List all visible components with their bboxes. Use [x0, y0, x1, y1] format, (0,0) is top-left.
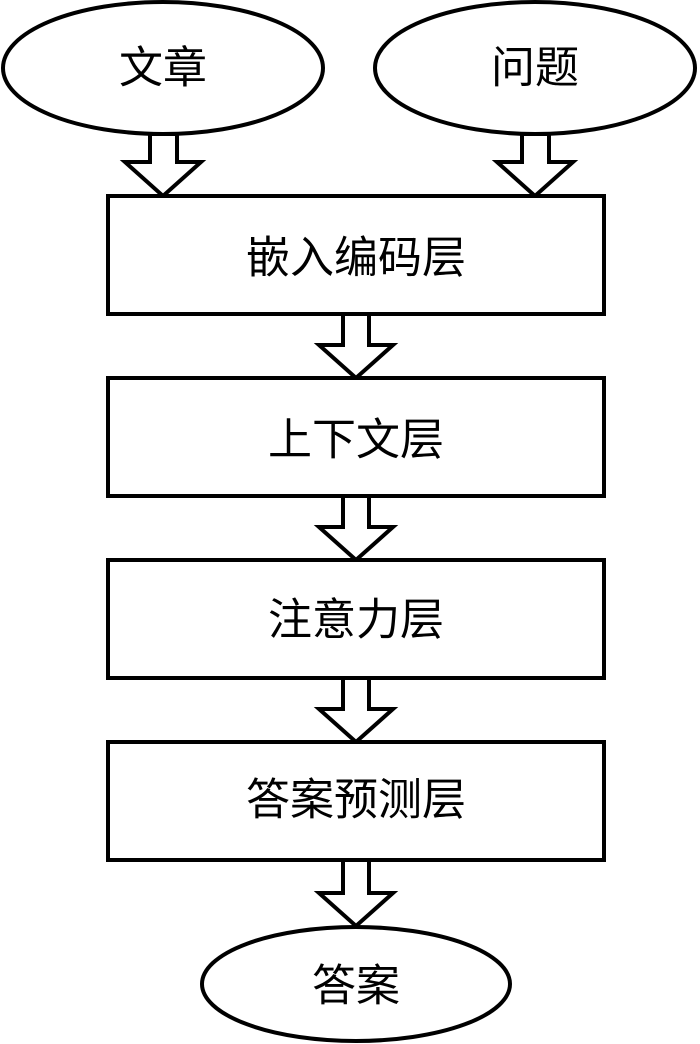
- prediction-layer-box: [106, 740, 606, 862]
- attention-layer-box: [106, 558, 606, 680]
- output-answer-ellipse: [200, 925, 512, 1043]
- prediction-layer-label: 答案预测层: [246, 775, 466, 826]
- context-layer-label: 上下文层: [268, 415, 444, 466]
- attention-layer-label: 注意力层: [268, 595, 444, 646]
- arrow-embedding-to-context: [313, 312, 399, 381]
- input-question-label: 问题: [491, 43, 579, 94]
- arrow-context-to-attention: [313, 494, 399, 563]
- input-passage-label: 文章: [119, 43, 207, 94]
- embedding-layer-label: 嵌入编码层: [246, 233, 466, 284]
- arrow-attention-to-prediction: [313, 676, 399, 745]
- output-answer-label: 答案: [312, 961, 400, 1012]
- arrow-prediction-to-answer: [313, 858, 399, 929]
- context-layer-box: [106, 376, 606, 498]
- arrow-question-to-embedding: [491, 132, 579, 199]
- arrow-passage-to-embedding: [119, 132, 207, 199]
